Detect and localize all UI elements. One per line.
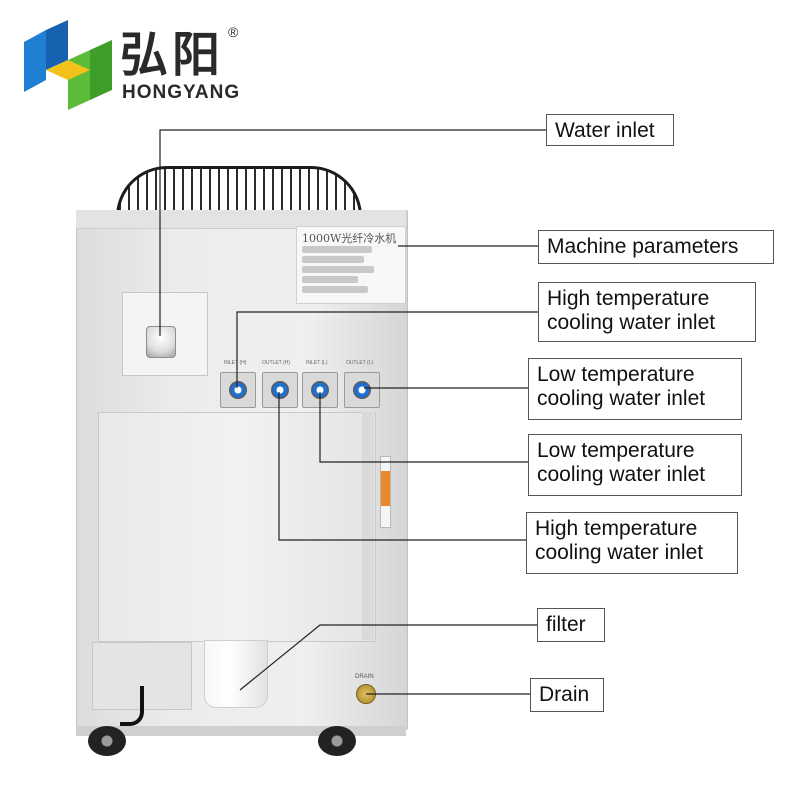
registered-mark: ®	[228, 24, 239, 40]
callout-drain: Drain	[530, 678, 604, 712]
leader-high-temp-inlet-2	[278, 392, 527, 541]
port-label: OUTLET (L)	[346, 360, 374, 366]
brand-name-english: HONGYANG	[122, 82, 241, 103]
hongyang-logo-icon	[24, 20, 112, 110]
nameplate-title: 1000W光纤冷水机	[302, 232, 397, 245]
caster-wheel	[88, 726, 126, 756]
leader-high-temp-inlet-1	[236, 311, 538, 388]
filter-housing	[204, 640, 268, 708]
cabinet-top-rim	[76, 210, 406, 229]
fan-guard	[116, 166, 362, 217]
caster-wheel	[318, 726, 356, 756]
leader-low-temp-inlet-2	[319, 392, 528, 463]
port-outlet-high	[262, 372, 298, 408]
nameplate-line	[302, 266, 374, 273]
port-label: INLET (H)	[224, 360, 247, 366]
port-inlet-high	[220, 372, 256, 408]
callout-filter: filter	[537, 608, 605, 642]
port-outlet-low	[344, 372, 380, 408]
callout-water-inlet: Water inlet	[546, 114, 674, 146]
callout-low-temp-inlet-2: Low temperature cooling water inlet	[528, 434, 742, 496]
power-cable	[120, 686, 144, 726]
callout-high-temp-inlet-1: High temperature cooling water inlet	[538, 282, 756, 342]
front-panel-side	[362, 412, 374, 640]
water-inlet-cap	[146, 326, 176, 358]
nameplate-line	[302, 246, 372, 253]
port-inlet-low	[302, 372, 338, 408]
brand-name-chinese: 弘阳	[120, 27, 225, 83]
nameplate-line	[302, 256, 364, 263]
port-label: OUTLET (H)	[262, 360, 290, 366]
callout-high-temp-inlet-2: High temperature cooling water inlet	[526, 512, 738, 574]
callout-low-temp-inlet-1: Low temperature cooling water inlet	[528, 358, 742, 420]
leader-water-inlet	[159, 129, 546, 336]
leader-filter	[239, 624, 537, 691]
drain-port-label: DRAIN	[355, 674, 374, 680]
callout-machine-parameters: Machine parameters	[538, 230, 774, 264]
port-label: INLET (L)	[306, 360, 328, 366]
nameplate-line	[302, 276, 358, 283]
machine-base	[76, 726, 406, 736]
nameplate-line	[302, 286, 368, 293]
front-panel	[98, 412, 376, 642]
water-level-gauge	[380, 456, 391, 528]
